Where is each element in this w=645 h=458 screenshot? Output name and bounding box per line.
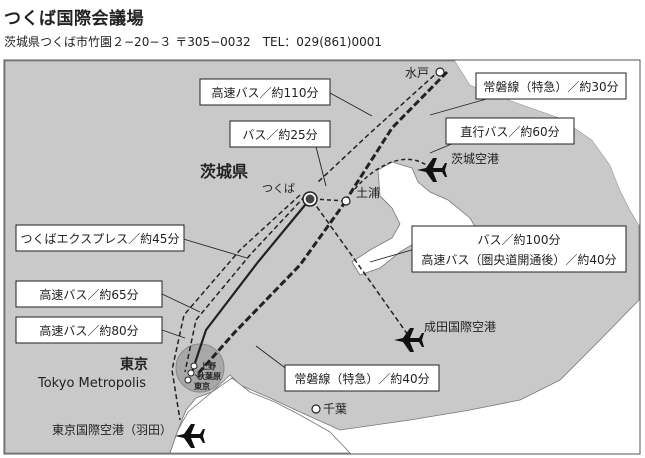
station-mito <box>435 67 445 77</box>
place-ibaraki-pref: 茨城県 <box>200 162 248 181</box>
place-ueno: 上野 <box>200 361 216 371</box>
callout-box <box>199 78 331 106</box>
route-joban-line-mito <box>344 70 449 201</box>
route-highway-bus-65 <box>184 195 306 373</box>
tokyo-bay <box>169 377 351 454</box>
airplane-icon <box>417 158 447 182</box>
callout-box <box>475 72 627 100</box>
route-bus-narita <box>311 199 409 336</box>
place-tsukuba: つくば <box>262 182 295 195</box>
place-tokyo-en: Tokyo Metropolis <box>37 376 146 391</box>
route-highway-bus-mito <box>317 69 441 183</box>
place-chiba: 千葉 <box>323 402 347 416</box>
label-bus-narita-1: バス／約100分 <box>478 232 561 247</box>
airplane-icon <box>175 424 205 448</box>
place-ibaraki-airport: 茨城空港 <box>451 152 499 166</box>
place-haneda-airport: 東京国際空港（羽田） <box>52 423 172 437</box>
callout-box <box>284 364 440 392</box>
route-tsukuba-express <box>190 198 311 373</box>
place-tokyo-station: 東京 <box>194 381 210 391</box>
callout-box <box>229 120 331 148</box>
callout-box <box>15 280 163 308</box>
place-narita-airport: 成田国際空港 <box>424 320 496 334</box>
station-akihabara <box>187 369 195 377</box>
place-mito: 水戸 <box>405 66 429 80</box>
label-highway-bus-80: 高速バス／約80分 <box>39 323 138 338</box>
route-bus-tsukuba <box>312 198 347 202</box>
label-direct-bus-ibaraki: 直行バス／約60分 <box>460 124 559 139</box>
label-highway-bus-mito: 高速バス／約110分 <box>212 85 319 100</box>
label-highway-bus-65: 高速バス／約65分 <box>39 287 138 302</box>
pacific-ocean <box>455 61 639 225</box>
label-bus-tsukuba: バス／約25分 <box>242 127 317 142</box>
page-title: つくば国際会議場 <box>4 9 144 29</box>
label-bus-narita-2: 高速バス（圏央道開通後）／約40分 <box>421 252 616 267</box>
label-joban-mito: 常磐線（特急）／約30分 <box>483 79 618 94</box>
station-ueno <box>190 362 198 370</box>
venue-address: 茨城県つくば市竹園２−20−３ 〒305−0032 TEL：029(861)00… <box>4 35 383 49</box>
label-tsukuba-express: つくばエクスプレス／約45分 <box>21 231 180 246</box>
route-highway-bus-80 <box>171 194 301 421</box>
callout-box <box>15 316 163 344</box>
airplane-icon <box>394 328 424 352</box>
station-chiba <box>311 404 321 414</box>
callout-box <box>411 225 627 273</box>
route-joban-line-tokyo <box>194 200 348 377</box>
venue-tsukuba-inner <box>305 194 315 204</box>
label-joban-tokyo: 常磐線（特急）／約40分 <box>294 371 429 386</box>
callout-box <box>15 224 185 252</box>
place-tokyo-jp: 東京 <box>120 356 148 373</box>
station-tsuchiura <box>341 196 351 206</box>
place-akihabara: 秋葉原 <box>196 371 221 381</box>
place-tsuchiura: 土浦 <box>356 186 380 200</box>
callout-box <box>445 117 575 145</box>
station-tokyo <box>184 376 192 384</box>
route-direct-bus-ibaraki <box>345 158 431 201</box>
